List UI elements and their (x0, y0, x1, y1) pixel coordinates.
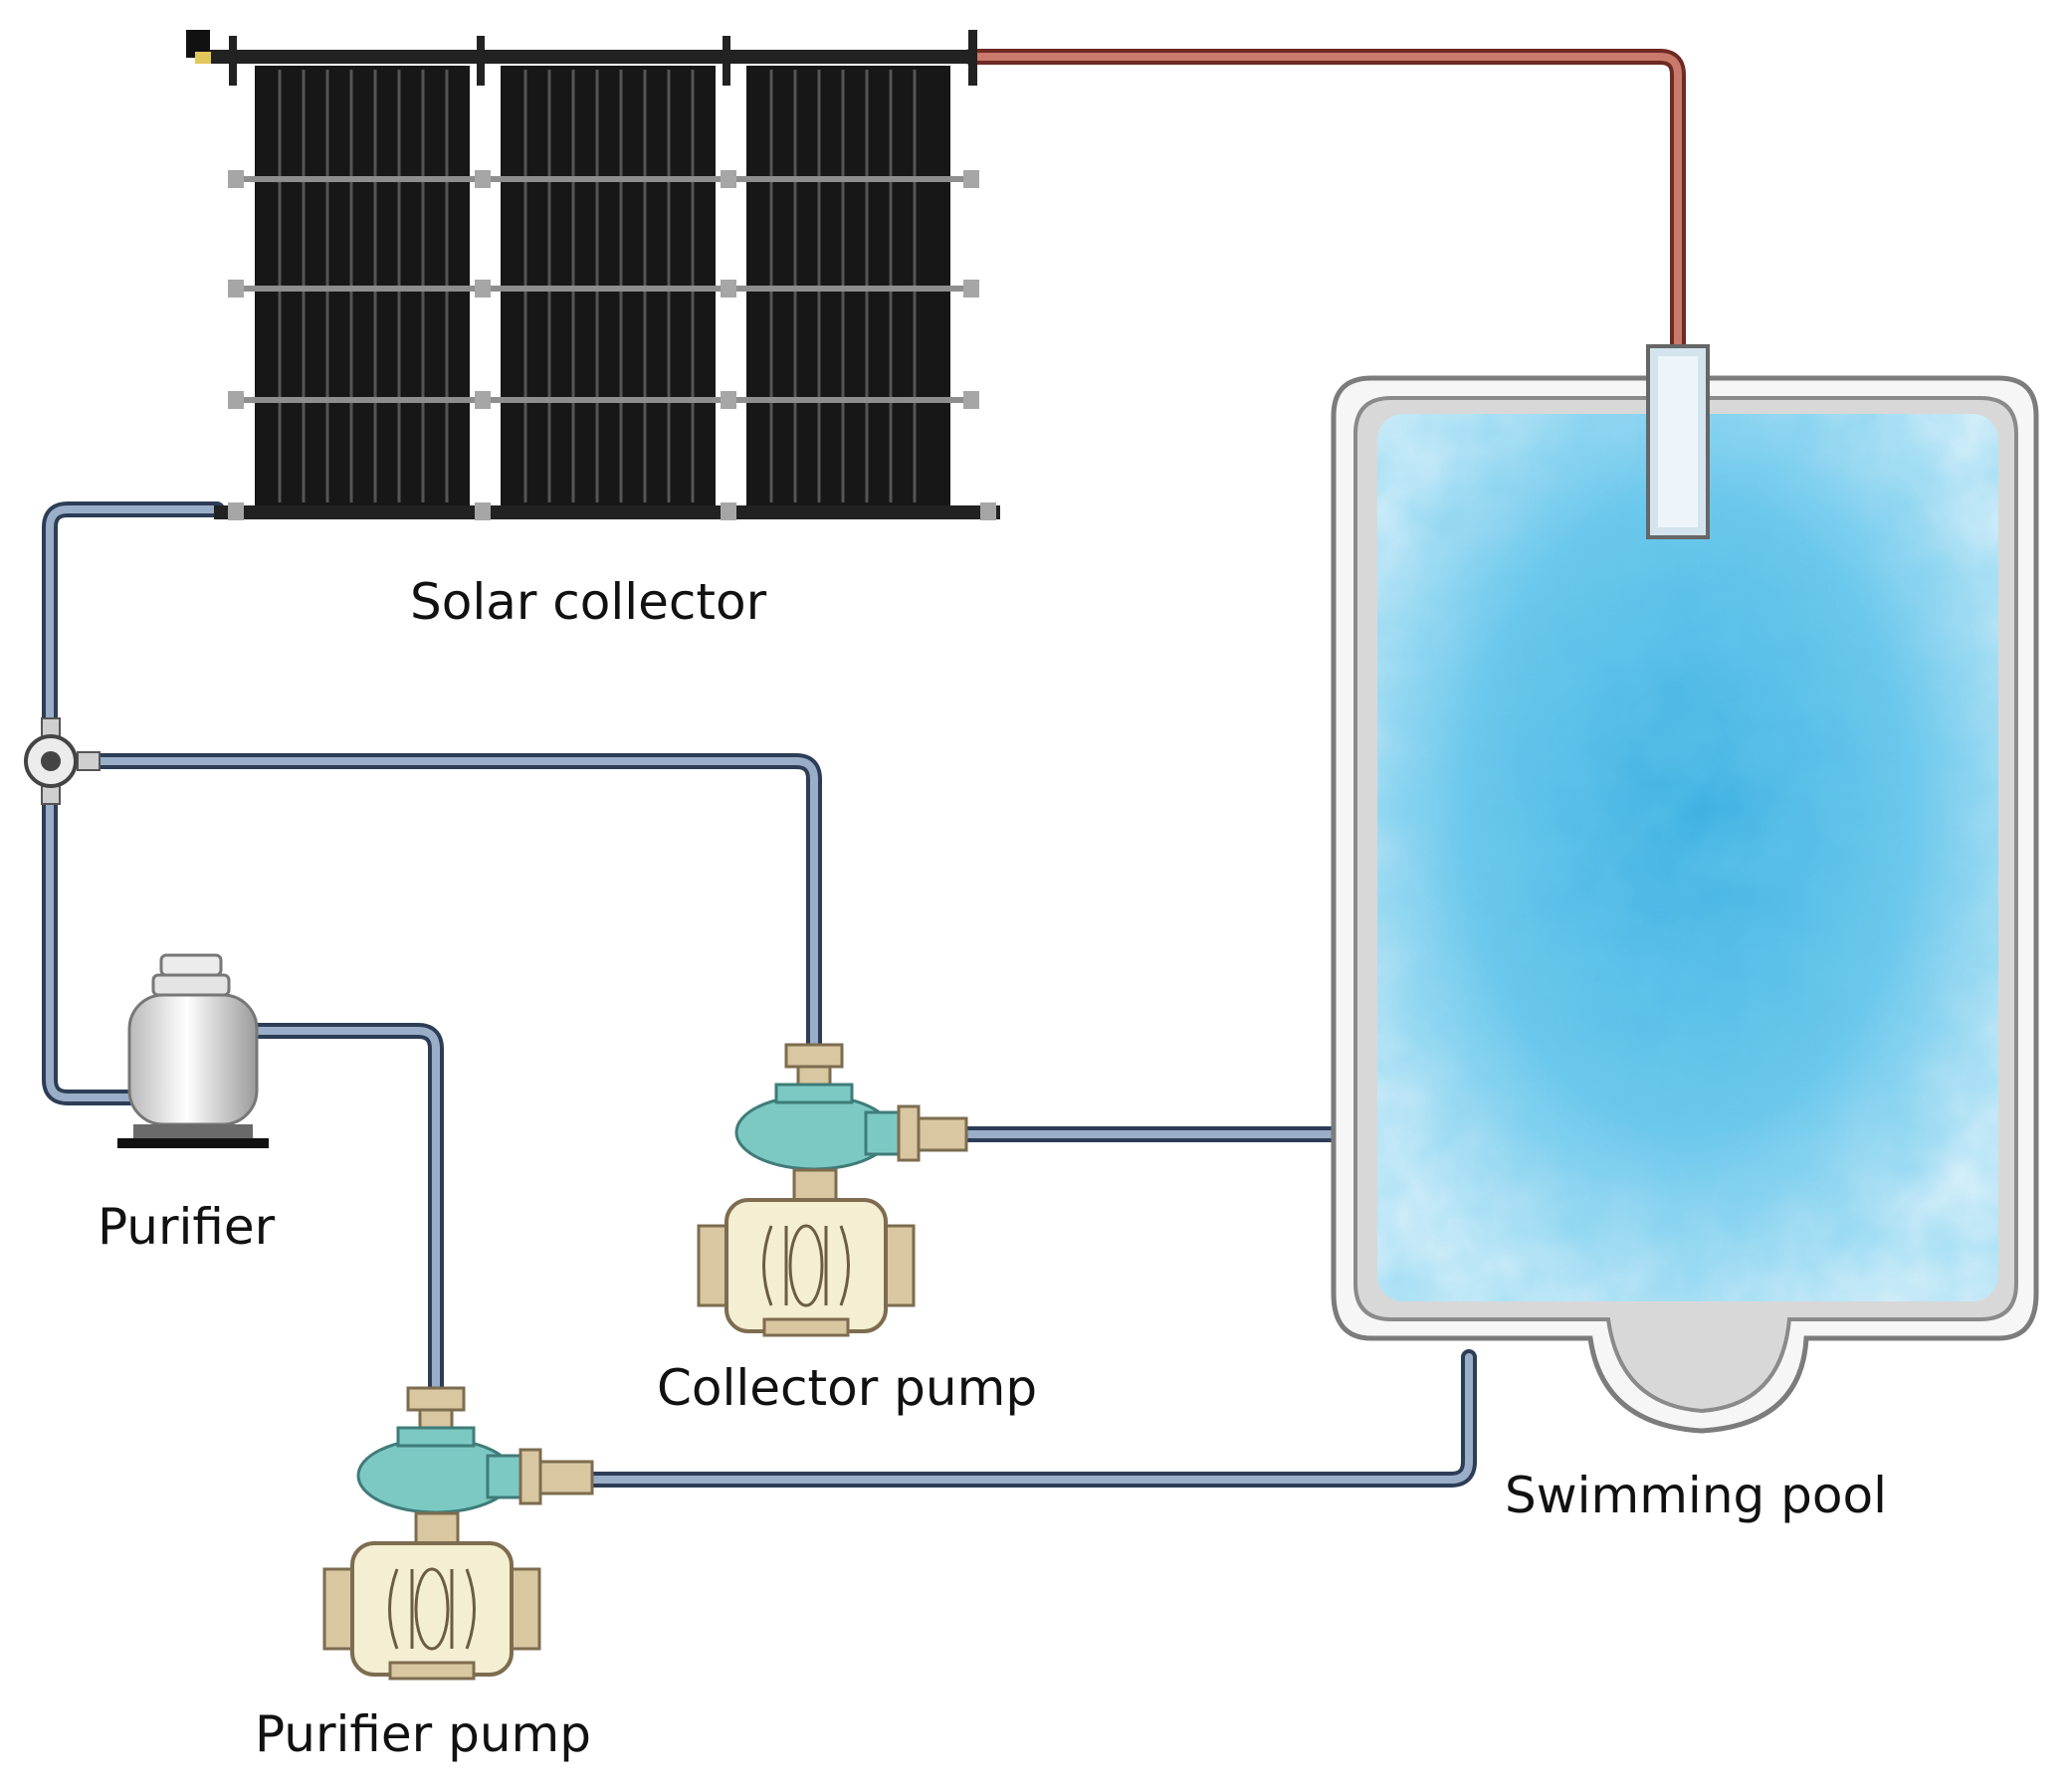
collector-supply-pipe (42, 501, 225, 759)
swimming-pool (1331, 344, 2039, 1434)
collector-pump-label: Collector pump (657, 1359, 1037, 1417)
swimming-pool-label: Swimming pool (1505, 1467, 1887, 1524)
solar-collector-label: Solar collector (410, 573, 767, 631)
labels: Solar collector Purifier Collector pump … (98, 573, 1887, 1763)
collector-couplers (229, 30, 977, 86)
purifier-to-valve-pipe (42, 788, 147, 1105)
three-way-valve (24, 717, 101, 805)
collector-end-cap (186, 30, 211, 64)
purifier-pump-label: Purifier pump (255, 1705, 591, 1763)
solar-collector (186, 30, 1000, 520)
hot-return-pipe (962, 49, 1686, 358)
purifier-pump (322, 1386, 594, 1681)
pipe-network (42, 49, 1686, 1488)
purifier-label: Purifier (98, 1198, 276, 1256)
collector-straps (235, 176, 975, 403)
purifier-to-pump-pipe (247, 1023, 444, 1396)
purifier (117, 953, 269, 1148)
strap-clips (228, 170, 996, 520)
collector-top-header (199, 50, 975, 64)
collector-pump (697, 1043, 968, 1337)
collector-bottom-header (214, 505, 1000, 519)
